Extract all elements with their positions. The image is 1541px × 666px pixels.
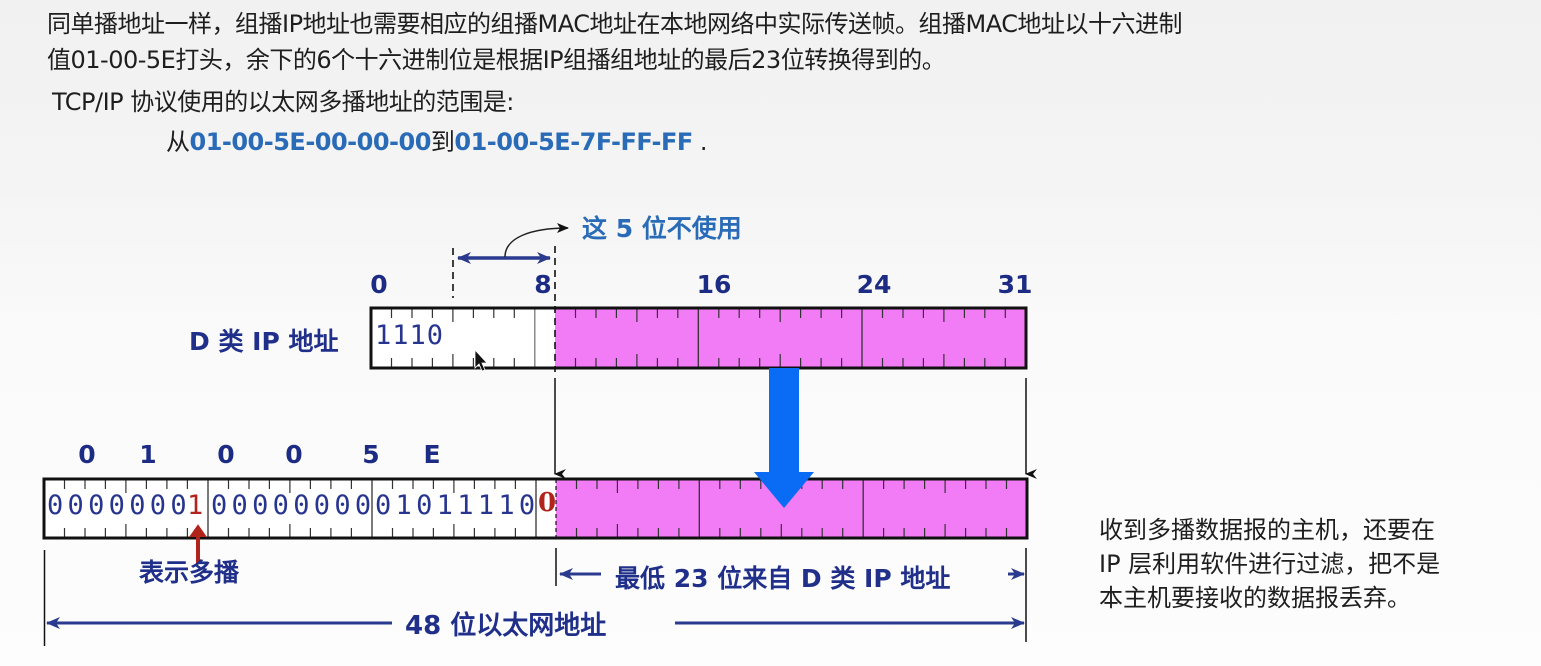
side-note-line-3: 本主机要接收的数据报丢弃。 — [1099, 584, 1411, 612]
transfer-arrow-icon — [754, 368, 814, 508]
intro-line-1: 同单播地址一样，组播IP地址也需要相应的组播MAC地址在本地网络中实际传送帧。组… — [47, 10, 1182, 38]
bit-pos-31: 31 — [997, 270, 1033, 299]
side-note-line-2: IP 层利用软件进行过滤，把不是 — [1099, 550, 1441, 578]
range-suffix: . — [692, 128, 708, 156]
range-start: 01-00-5E-00-00-00 — [189, 128, 432, 156]
range-label: TCP/IP 协议使用的以太网多播地址的范围是: — [52, 88, 514, 116]
multicast-bit-label: 表示多播 — [139, 558, 240, 587]
range-to: 到 — [430, 128, 455, 156]
low23-label: 最低 23 位来自 D 类 IP 地址 — [615, 564, 951, 593]
hex-label-5: E — [423, 440, 441, 469]
bit-pos-24: 24 — [856, 270, 892, 299]
hex-label-0: 0 — [78, 440, 96, 469]
unused-bits-guides — [452, 246, 556, 372]
fixed-zero-bit: 0 — [538, 488, 557, 518]
range-line: 从01-00-5E-00-00-00到01-00-5E-7F-FF-FF . — [166, 124, 708, 160]
hex-label-3: 0 — [285, 440, 303, 469]
unused-bits-label: 这 5 位不使用 — [582, 214, 742, 243]
range-end: 01-00-5E-7F-FF-FF — [454, 128, 693, 156]
class-d-ip-label: D 类 IP 地址 — [189, 327, 339, 356]
side-note-line-1: 收到多播数据报的主机，还要在 — [1099, 516, 1435, 544]
bit-pos-8: 8 — [534, 270, 552, 299]
bit-pos-16: 16 — [696, 270, 732, 299]
mac-byte0-bits: 0000000 — [47, 490, 191, 521]
total-48bit-label: 48 位以太网地址 — [405, 611, 607, 641]
ip-prefix-bits: 1110 — [375, 320, 445, 351]
hex-label-2: 0 — [217, 440, 235, 469]
intro-line-2: 值01-00-5E打头，余下的6个十六进制位是根据IP组播组地址的最后23位转换… — [47, 46, 946, 74]
hex-label-1: 1 — [139, 440, 157, 469]
multicast-bit-arrow-icon — [189, 524, 207, 564]
mac-byte2-bits: 01011110 — [375, 490, 540, 521]
mac-byte1-bits: 00000000 — [211, 490, 376, 521]
range-from-prefix: 从 — [166, 128, 190, 156]
unused-bits-pointer-arrow — [504, 223, 569, 258]
class-d-ip-box — [369, 306, 1028, 370]
hex-label-4: 5 — [362, 440, 380, 469]
multicast-bit: 1 — [187, 490, 204, 521]
bit-pos-0: 0 — [370, 270, 388, 299]
ethernet-mac-box — [42, 477, 1029, 540]
mouse-cursor-icon — [474, 348, 488, 372]
